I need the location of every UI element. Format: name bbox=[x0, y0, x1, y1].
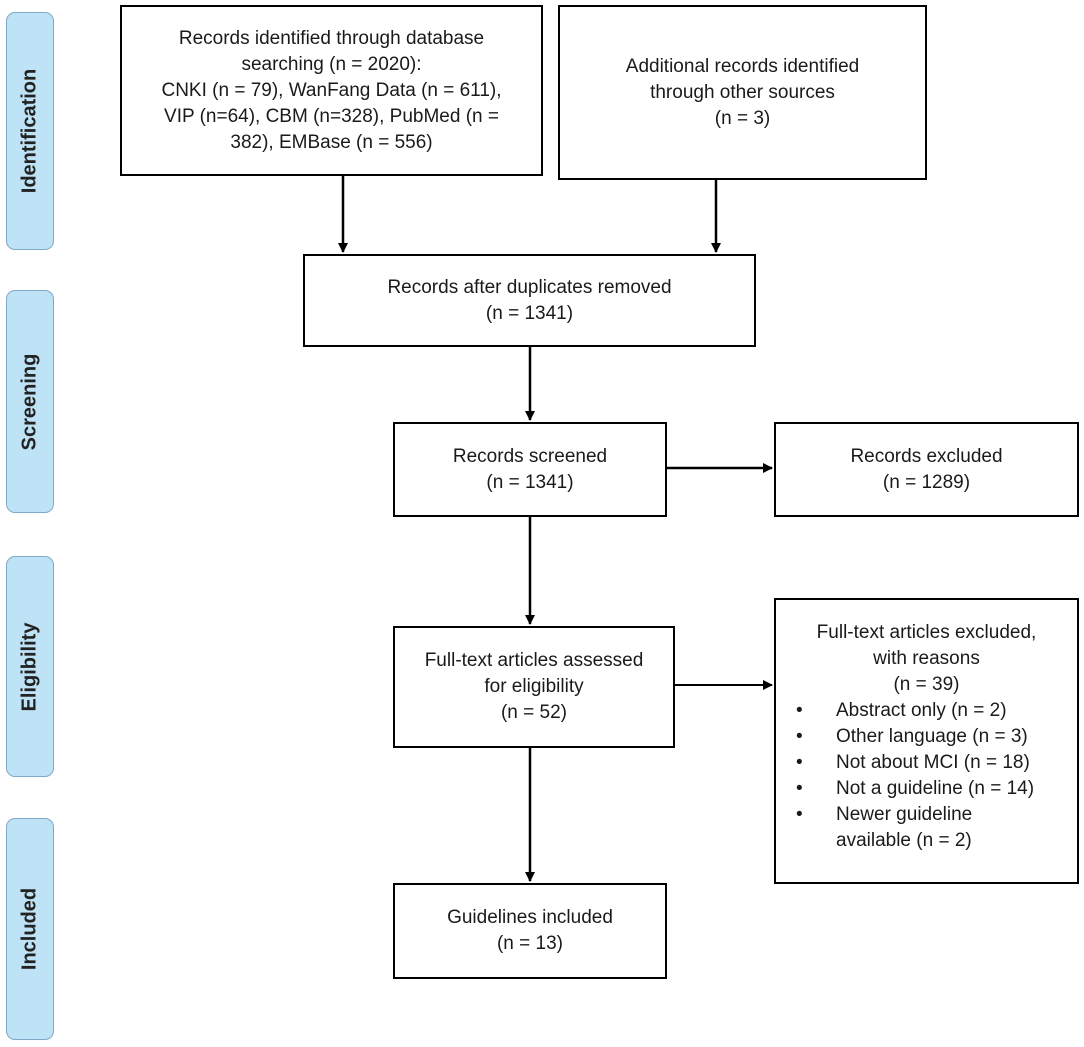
stage-identification: Identification bbox=[6, 12, 54, 250]
box-duplicates-removed: Records after duplicates removed (n = 13… bbox=[303, 254, 756, 347]
box-text-line: through other sources bbox=[650, 81, 835, 103]
stage-screening: Screening bbox=[6, 290, 54, 513]
box-text-line: VIP (n=64), CBM (n=328), PubMed (n = bbox=[164, 105, 499, 127]
box-text-line: (n = 3) bbox=[714, 107, 771, 129]
exclusion-reason: Newer guideline available (n = 2) bbox=[796, 802, 1026, 854]
box-text-line: (n = 1289) bbox=[882, 471, 971, 493]
stage-included: Included bbox=[6, 818, 54, 1040]
box-text-line: (n = 1341) bbox=[486, 471, 574, 493]
box-text-line: CNKI (n = 79), WanFang Data (n = 611), bbox=[161, 79, 502, 101]
box-text-line: (n = 1341) bbox=[485, 302, 574, 324]
box-fulltext-assessed: Full-text articles assessed for eligibil… bbox=[393, 626, 675, 748]
box-text-line: Records screened bbox=[452, 445, 608, 467]
excluded-heading: Full-text articles excluded, with reason… bbox=[776, 620, 1077, 698]
box-text-line: (n = 13) bbox=[496, 933, 563, 954]
exclusion-reason: Not about MCI (n = 18) bbox=[796, 750, 1077, 776]
exclusion-reasons-list: Abstract only (n = 2) Other language (n … bbox=[776, 698, 1077, 854]
box-text-line: with reasons bbox=[873, 648, 980, 669]
box-records-screened: Records screened (n = 1341) bbox=[393, 422, 667, 517]
box-guidelines-included: Guidelines included (n = 13) bbox=[393, 883, 667, 979]
box-text-line: searching (n = 2020): bbox=[241, 53, 422, 75]
box-other-sources: Additional records identified through ot… bbox=[558, 5, 927, 180]
box-text-line: Guidelines included bbox=[447, 907, 613, 928]
box-text-line: (n = 52) bbox=[500, 702, 567, 723]
box-text-line: Records after duplicates removed bbox=[387, 276, 672, 298]
box-records-excluded: Records excluded (n = 1289) bbox=[774, 422, 1079, 517]
box-text-line: (n = 39) bbox=[893, 674, 960, 695]
box-text-line: Records identified through database bbox=[178, 27, 485, 49]
exclusion-reason: Other language (n = 3) bbox=[796, 724, 1077, 750]
box-text-line: Records excluded bbox=[850, 445, 1003, 467]
exclusion-reason: Abstract only (n = 2) bbox=[796, 698, 1077, 724]
box-text-line: for eligibility bbox=[484, 676, 584, 697]
box-database-records: Records identified through database sear… bbox=[120, 5, 543, 176]
box-text-line: Additional records identified bbox=[625, 55, 860, 77]
box-text-line: 382), EMBase (n = 556) bbox=[230, 131, 433, 153]
box-text-line: Full-text articles assessed bbox=[424, 650, 644, 671]
box-text-line: Full-text articles excluded, bbox=[816, 622, 1037, 643]
stage-eligibility: Eligibility bbox=[6, 556, 54, 777]
exclusion-reason: Not a guideline (n = 14) bbox=[796, 776, 1077, 802]
box-fulltext-excluded: Full-text articles excluded, with reason… bbox=[774, 598, 1079, 884]
